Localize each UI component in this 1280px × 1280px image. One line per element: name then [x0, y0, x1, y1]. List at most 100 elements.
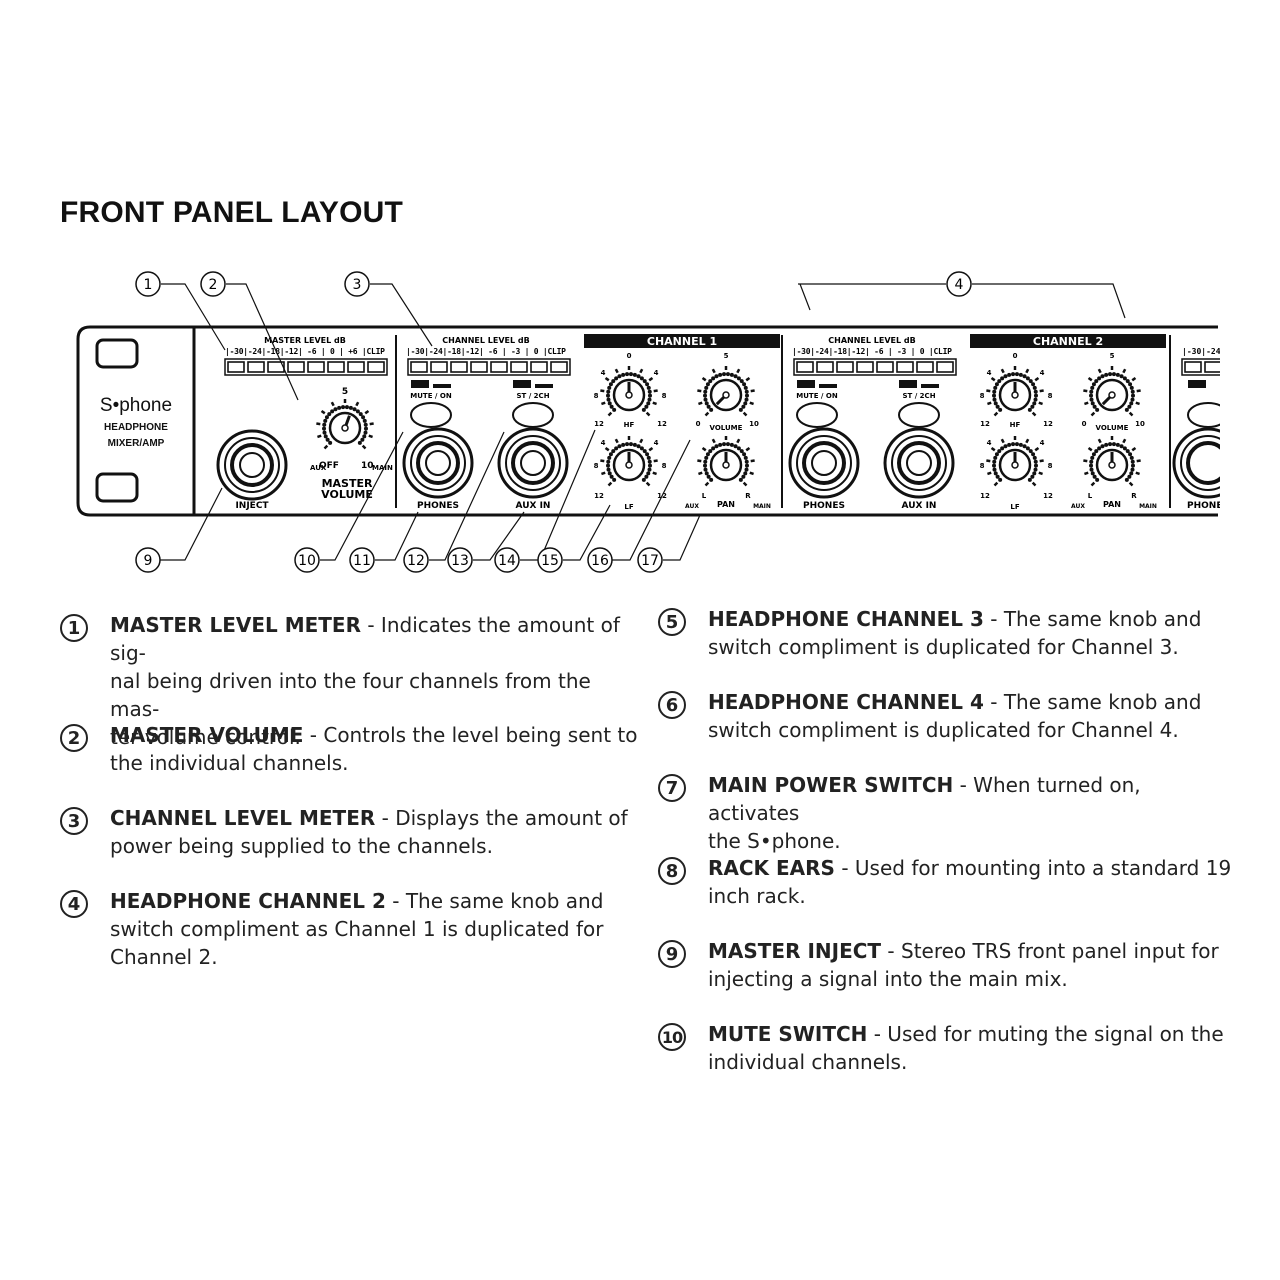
- st2ch-switch[interactable]: ST / 2CH: [898, 380, 940, 428]
- hf-knob[interactable]: [986, 366, 1044, 417]
- meter-led: [287, 361, 305, 373]
- meter-led: [367, 361, 385, 373]
- lf-label: LF: [1010, 503, 1019, 511]
- legend-number: 8: [658, 857, 686, 885]
- mute-switch[interactable]: MUTE / ON: [410, 380, 452, 428]
- pan-label: PAN: [1103, 500, 1121, 509]
- volume-knob[interactable]: [1083, 366, 1141, 417]
- inject-label: INJECT: [235, 501, 269, 511]
- callout-16: 16: [587, 547, 613, 573]
- master-level-meter: MASTER LEVEL dB |-30|-24|-18|-12| -6 | 0…: [224, 336, 388, 376]
- master-volume-knob[interactable]: AUX OFF 10 MAIN 5 MASTER VOLUME: [310, 387, 393, 501]
- phones-jack[interactable]: PHONES: [788, 427, 860, 511]
- legend-line: ter volume control.: [110, 725, 301, 749]
- legend-line: switch compliment is duplicated for Chan…: [708, 635, 1179, 659]
- lf-twelve-left: 12: [980, 492, 990, 500]
- master-five-label: 5: [342, 387, 348, 397]
- svg-text:11: 11: [353, 553, 371, 569]
- master-volume-label-2: VOLUME: [321, 488, 373, 501]
- lf-eight-left: 8: [980, 462, 985, 470]
- meter-led: [327, 361, 345, 373]
- aux-in-jack[interactable]: AUX IN: [497, 427, 569, 511]
- meter-led: [836, 361, 854, 373]
- meter-led: [227, 361, 245, 373]
- meter-led: [450, 361, 468, 373]
- master-aux-label: AUX: [310, 464, 327, 472]
- channel-level-label: CHANNEL LEVEL dB: [442, 336, 529, 345]
- master-scale: |-30|-24|-18|-12| -6 | 0 | +6 |CLIP: [225, 347, 385, 356]
- master-level-label: MASTER LEVEL dB: [264, 336, 346, 345]
- svg-text:13: 13: [451, 553, 469, 569]
- pan-l: L: [1088, 492, 1093, 500]
- vol-zero: 0: [696, 420, 701, 428]
- mute-switch[interactable]: MUTE / ON: [796, 380, 838, 428]
- pan-knob[interactable]: [697, 436, 755, 487]
- meter-led: [510, 361, 528, 373]
- hf-four-right: 4: [654, 369, 659, 377]
- legend-line: - The same knob and: [392, 889, 604, 913]
- callout-14: 14: [494, 547, 520, 573]
- legend-line: injecting a signal into the main mix.: [708, 967, 1068, 991]
- hf-four-left: 4: [987, 369, 992, 377]
- hf-twelve-left: 12: [594, 420, 604, 428]
- master-volume-dial[interactable]: [316, 399, 374, 450]
- lf-twelve-right: 12: [1043, 492, 1053, 500]
- meter-led: [347, 361, 365, 373]
- legend-term: MAIN POWER SWITCH: [708, 773, 954, 797]
- callout-15: 15: [537, 547, 563, 573]
- meter-led: [876, 361, 894, 373]
- lf-twelve-left: 12: [594, 492, 604, 500]
- volume-knob[interactable]: [697, 366, 755, 417]
- legend-line: switch compliment as Channel 1 is duplic…: [110, 917, 604, 941]
- lf-knob[interactable]: [600, 436, 658, 487]
- legend-line: - The same knob and: [990, 607, 1202, 631]
- svg-text:CHANNEL 2: CHANNEL 2: [1033, 335, 1103, 348]
- legend-line: - Stereo TRS front panel input for: [887, 939, 1219, 963]
- callout-11: 11: [349, 547, 375, 573]
- inject-jack[interactable]: INJECT: [216, 429, 288, 511]
- svg-text:10: 10: [298, 553, 316, 569]
- lf-knob[interactable]: [986, 436, 1044, 487]
- channel-1: CHANNEL LEVEL dB|-30|-24|-18|-12| -6 | -…: [402, 334, 780, 511]
- callout-3: 3: [344, 271, 370, 297]
- callout-12: 12: [403, 547, 429, 573]
- hf-eight-left: 8: [980, 392, 985, 400]
- hf-twelve-right: 12: [1043, 420, 1053, 428]
- page-title: FRONT PANEL LAYOUT: [60, 196, 404, 229]
- hf-four-left: 4: [601, 369, 606, 377]
- legend-number: 5: [658, 608, 686, 636]
- legend-term: MASTER INJECT: [708, 939, 882, 963]
- st2ch-switch-label: ST / 2CH: [902, 392, 935, 400]
- pan-label: PAN: [717, 500, 735, 509]
- legend-number: 7: [658, 774, 686, 802]
- aux-in-jack-label: AUX IN: [902, 501, 937, 511]
- hf-eight-left: 8: [594, 392, 599, 400]
- hf-knob[interactable]: [600, 366, 658, 417]
- phones-jack[interactable]: PHONES: [402, 427, 474, 511]
- hf-eight-right: 8: [1048, 392, 1053, 400]
- meter-led: [490, 361, 508, 373]
- pan-aux: AUX: [1071, 503, 1085, 510]
- st2ch-switch[interactable]: ST / 2CH: [512, 380, 554, 428]
- volume-label: VOLUME: [710, 424, 743, 432]
- vol-five: 5: [724, 352, 729, 360]
- aux-in-jack-label: AUX IN: [516, 501, 551, 511]
- lf-label: LF: [624, 503, 633, 511]
- legend-term: HEADPHONE CHANNEL 4: [708, 690, 984, 714]
- master-off-label: OFF: [319, 461, 339, 471]
- legend-line: inch rack.: [708, 884, 806, 908]
- hf-label: HF: [624, 421, 635, 429]
- meter-led: [1184, 361, 1202, 373]
- legend-number: 6: [658, 691, 686, 719]
- pan-r: R: [745, 492, 751, 500]
- meter-led: [1204, 361, 1220, 373]
- legend-number: 2: [60, 724, 88, 752]
- volume-label: VOLUME: [1096, 424, 1129, 432]
- callout-13: 13: [447, 547, 473, 573]
- aux-in-jack[interactable]: AUX IN: [883, 427, 955, 511]
- meter-led: [530, 361, 548, 373]
- pan-knob[interactable]: [1083, 436, 1141, 487]
- legend-line: - The same knob and: [990, 690, 1202, 714]
- pan-main: MAIN: [753, 503, 771, 510]
- brand-subtitle-2: MIXER/AMP: [108, 438, 165, 449]
